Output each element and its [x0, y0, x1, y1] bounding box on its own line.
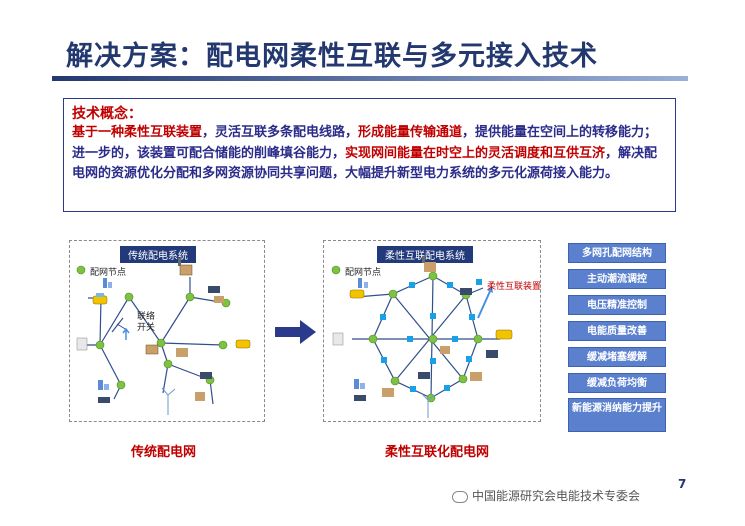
traditional-caption: 传统配电网 [131, 445, 197, 460]
transition-arrow-icon [275, 320, 316, 344]
concept-segment: ，解决配电网的资源优化分配和多网资源协同共享问题，大幅提升新型电力系统的多元化源… [72, 145, 658, 182]
concept-box: 技术概念： 基于一种柔性互联装置，灵活互联多条配电线路，形成能量传输通道，提供能… [63, 98, 676, 212]
concept-segment: ，提供能量在空间上的转移能力；进一步的，该装置可配合储能的削峰填谷能力， [72, 125, 658, 161]
concept-segment: 实现网间能量在时空上的灵活调度和互供互济 [345, 145, 606, 161]
right-legend-node-label: 配网节点 [345, 268, 382, 278]
benefit-tag: 主动潮流调控 [568, 269, 666, 289]
traditional-asset-icons [76, 258, 251, 403]
watermark: 中国能源研究会电能技术专委会 [452, 487, 640, 504]
tie-switch-label: 联络 开关 [137, 312, 155, 334]
wind-turbine-icon [161, 387, 176, 415]
benefit-tag: 缓减堵塞缓解 [568, 347, 666, 367]
traditional-panel-label: 传统配电系统 [120, 246, 196, 263]
page-title: 解决方案：配电网柔性互联与多元接入技术 [66, 41, 598, 72]
tie-switch-label-line2: 开关 [137, 323, 156, 333]
flexible-asset-icons [332, 256, 513, 401]
page-number: 7 [678, 477, 687, 491]
concept-segment: 形成能量传输通道 [358, 125, 463, 140]
watermark-text: 中国能源研究会电能技术专委会 [472, 489, 641, 503]
wind-turbine-icon [421, 393, 436, 418]
flexible-caption: 柔性互联化配电网 [385, 445, 490, 460]
flexible-interconnect-devices [380, 279, 482, 392]
benefit-tag: 新能源消纳能力提升 [568, 398, 666, 432]
concept-segment: 基于一种柔性互联装置 [72, 125, 203, 140]
benefit-tag: 多网孔配网结构 [568, 243, 666, 263]
flexible-panel [323, 240, 541, 422]
device-pointer-arrow [477, 288, 492, 319]
tie-switch-label-line1: 联络 [137, 312, 156, 322]
title-underline [52, 76, 688, 81]
concept-body: 基于一种柔性互联装置，灵活互联多条配电线路，形成能量传输通道，提供能量在空间上的… [72, 123, 667, 185]
left-legend-node-label: 配网节点 [90, 268, 127, 278]
benefit-tag: 电压精准控制 [568, 295, 666, 315]
benefit-tag: 缓减负荷均衡 [568, 373, 666, 393]
benefit-tag: 电能质量改善 [568, 321, 666, 341]
wechat-icon [452, 490, 468, 503]
device-label: 柔性互联装置 [487, 282, 542, 292]
concept-segment: ，灵活互联多条配电线路， [202, 125, 359, 140]
concept-heading: 技术概念： [72, 106, 142, 122]
tie-switch-icon [111, 317, 130, 340]
traditional-panel [69, 240, 265, 422]
